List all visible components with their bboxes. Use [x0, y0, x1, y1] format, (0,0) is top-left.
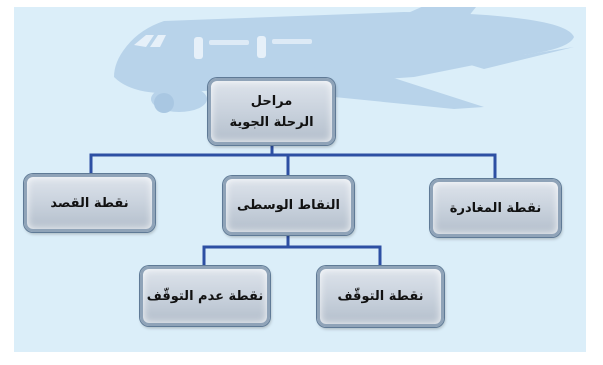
node-stop-label: نقطة التوقّف	[337, 289, 424, 304]
node-flight-stages-line1: مراحل	[250, 93, 293, 109]
node-departure-label: نقطة المغادرة	[449, 200, 542, 216]
airplane-icon	[114, 7, 574, 113]
node-non-stop-point: نقطة عدم التوقّف	[140, 266, 270, 326]
connector-lines	[89, 143, 497, 268]
node-departure-point: نقطة المغادرة	[430, 179, 561, 237]
node-intermediate-label: النقاط الوسطى	[237, 198, 340, 213]
node-destination-label: نقطة القصد	[50, 195, 129, 211]
node-intermediate-points: النقاط الوسطى	[223, 176, 354, 235]
diagram-canvas: مراحل الرحلة الجوية نقطة المغادرة النقاط…	[14, 7, 586, 352]
node-stop-point: نقطة التوقّف	[317, 266, 444, 327]
node-destination-point: نقطة القصد	[24, 174, 155, 232]
node-non-stop-label: نقطة عدم التوقّف	[146, 288, 264, 304]
node-flight-stages: مراحل الرحلة الجوية	[208, 78, 335, 145]
node-flight-stages-line2: الرحلة الجوية	[229, 114, 314, 130]
